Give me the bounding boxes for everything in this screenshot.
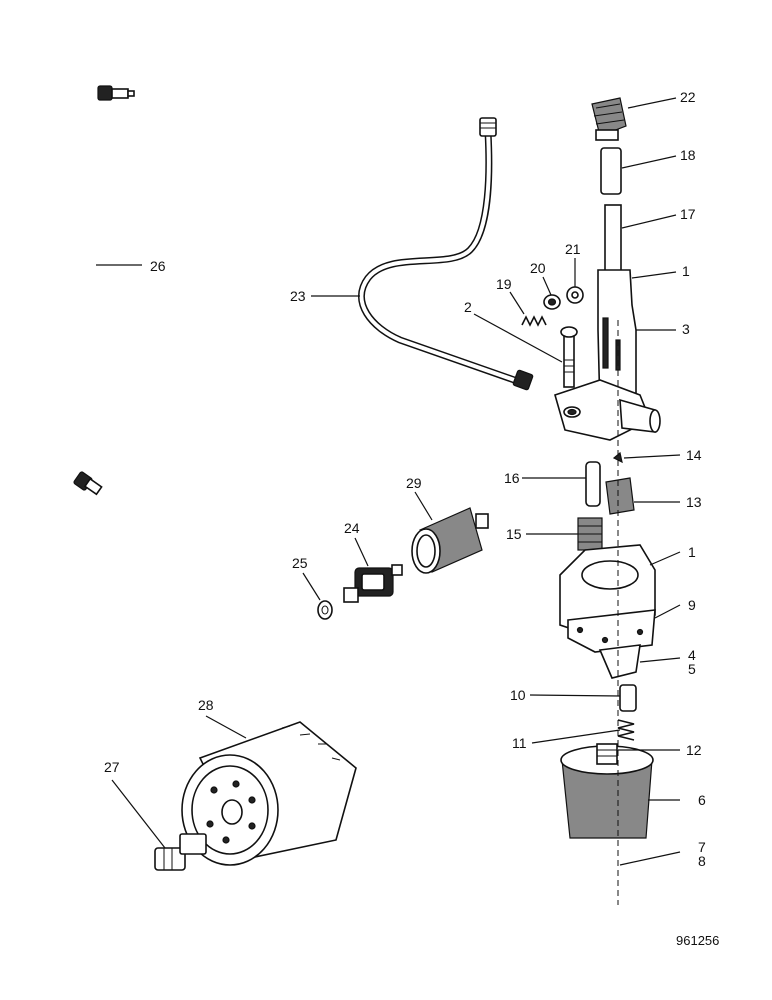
part-21-washer (566, 286, 584, 304)
part-27-threaded-adaptor (154, 833, 207, 871)
part-15-gear (577, 517, 603, 551)
pump-housing-lower (559, 544, 656, 679)
label-5: 5 (688, 661, 696, 677)
label-24: 24 (344, 520, 360, 536)
label-17: 17 (680, 206, 696, 222)
label-10: 10 (510, 687, 526, 703)
label-19: 19 (496, 276, 512, 292)
part-23-delivery-pipe (358, 117, 534, 391)
label-27: 27 (104, 759, 120, 775)
label-7: 7 (698, 839, 706, 855)
label-15: 15 (506, 526, 522, 542)
callout-labels: 22 18 17 1 3 21 20 19 2 23 26 14 16 13 1… (104, 89, 706, 869)
label-8: 8 (698, 853, 706, 869)
pump-body-upper (554, 204, 661, 441)
label-20: 20 (530, 260, 546, 276)
label-4: 4 (688, 647, 696, 663)
label-1b: 1 (688, 544, 696, 560)
label-11: 11 (512, 735, 527, 751)
label-18: 18 (680, 147, 696, 163)
label-13: 13 (686, 494, 702, 510)
label-23: 23 (290, 288, 306, 304)
part-10-pin (619, 684, 637, 712)
label-9: 9 (688, 597, 696, 613)
label-29: 29 (406, 475, 422, 491)
part-25-washer (317, 600, 333, 620)
figure-number: 961256 (676, 933, 719, 948)
leader-lines (96, 97, 681, 866)
part-20-washer (543, 294, 561, 310)
part-28-oil-filter (181, 721, 357, 866)
label-26: 26 (150, 258, 166, 274)
part-13-rotor (605, 477, 635, 515)
part-26-oil-pipe (57, 85, 135, 496)
label-16: 16 (504, 470, 520, 486)
label-21: 21 (565, 241, 581, 257)
part-24-pressure-switch (343, 564, 403, 603)
label-2: 2 (464, 299, 472, 315)
label-3: 3 (682, 321, 690, 337)
label-22: 22 (680, 89, 696, 105)
part-19-spring (521, 315, 547, 327)
label-1: 1 (682, 263, 690, 279)
label-12: 12 (686, 742, 702, 758)
part-6-strainer (560, 743, 654, 839)
label-25: 25 (292, 555, 308, 571)
label-28: 28 (198, 697, 214, 713)
part-16-pin (585, 461, 601, 507)
label-6: 6 (698, 792, 706, 808)
part-18-sleeve (600, 147, 622, 195)
part-29-adaptor (411, 507, 489, 574)
label-14: 14 (686, 447, 702, 463)
part-22-drive-gear (591, 97, 627, 141)
part-11-spring (617, 719, 635, 741)
